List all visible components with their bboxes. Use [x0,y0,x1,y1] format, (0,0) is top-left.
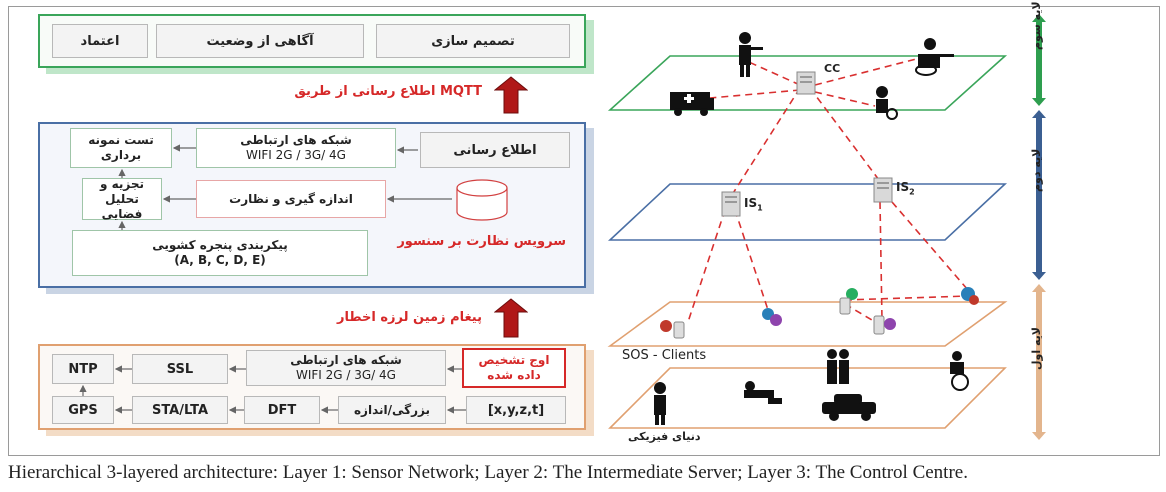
notify-box: اطلاع رسانی [420,132,570,168]
layer2-connectors [118,144,452,230]
is1-label: IS1 [744,196,763,213]
figure-frame [8,6,1160,456]
cc-label: CC [824,62,841,75]
trust-box: اعتماد [52,24,148,58]
sensor-service-label: سرویس نظارت بر سنسور [397,234,566,249]
measure-monitor-box: اندازه گیری و نظارت [196,180,386,218]
up-arrow-mqtt [494,76,528,114]
sos-client-icon-1 [660,320,685,339]
layer2-bar [1032,110,1046,280]
ssl-box: SSL [132,354,228,384]
sos-client-icon-3 [839,288,858,315]
database-icon [456,179,508,221]
warning-label: پیغام زمین لرزه اخطار [336,310,482,325]
layer1-lower-plane [608,367,1007,429]
xyzt-box: [x,y,z,t] [466,396,566,424]
dft-box: DFT [244,396,320,424]
decision-making-box: تصمیم سازی [376,24,570,58]
layer3-side-label: لایه سوم [1030,1,1043,50]
is2-server-icon [873,177,893,203]
medic-icon [876,86,898,120]
mqtt-label: اطلاع رسانی از طریق MQTT [294,84,482,99]
layer2-side-label: لایه دوم [1030,148,1043,192]
sos-client-icon-2 [762,308,782,326]
cc-server-icon [796,71,816,95]
is1-server-icon [721,191,741,217]
police-officer-icon [739,32,763,77]
layer1-upper-plane [607,301,1008,347]
layer1-bar [1032,284,1046,440]
situation-awareness-box: آگاهی از وضعیت [156,24,364,58]
injured-person-icon [744,381,782,404]
sliding-window-box: پیکربندی پنجره کشویی(A, B, C, D, E) [72,230,368,276]
network-diagram [607,32,1008,429]
magnitude-box: بزرگی/اندازه [338,396,446,424]
person-icon [654,382,666,425]
figure-caption: Hierarchical 3-layered architecture: Lay… [8,462,968,483]
family-icon [827,349,849,384]
sta-lta-box: STA/LTA [132,396,228,424]
layer1-side-label: لایه اول [1030,327,1043,370]
layer3-plane [607,55,1008,111]
sos-client-icon-5 [961,287,979,305]
ntp-box: NTP [52,354,114,384]
gps-box: GPS [52,396,114,424]
up-arrow-warning [494,298,528,338]
sos-client-icon-4 [873,315,896,335]
layer3-bar [1032,14,1046,106]
layer1-connectors [79,365,466,414]
sos-clients-label: SOS - Clients [622,348,707,363]
firefighter-icon [915,38,954,76]
wheelchair-icon [950,351,969,391]
physical-world-label: دنیای فیزیکی [628,430,701,443]
layer2-plane [607,183,1008,241]
car-icon [822,394,876,421]
is2-label: IS2 [896,180,915,197]
ambulance-icon [670,92,714,116]
layer-bars [1032,14,1046,440]
